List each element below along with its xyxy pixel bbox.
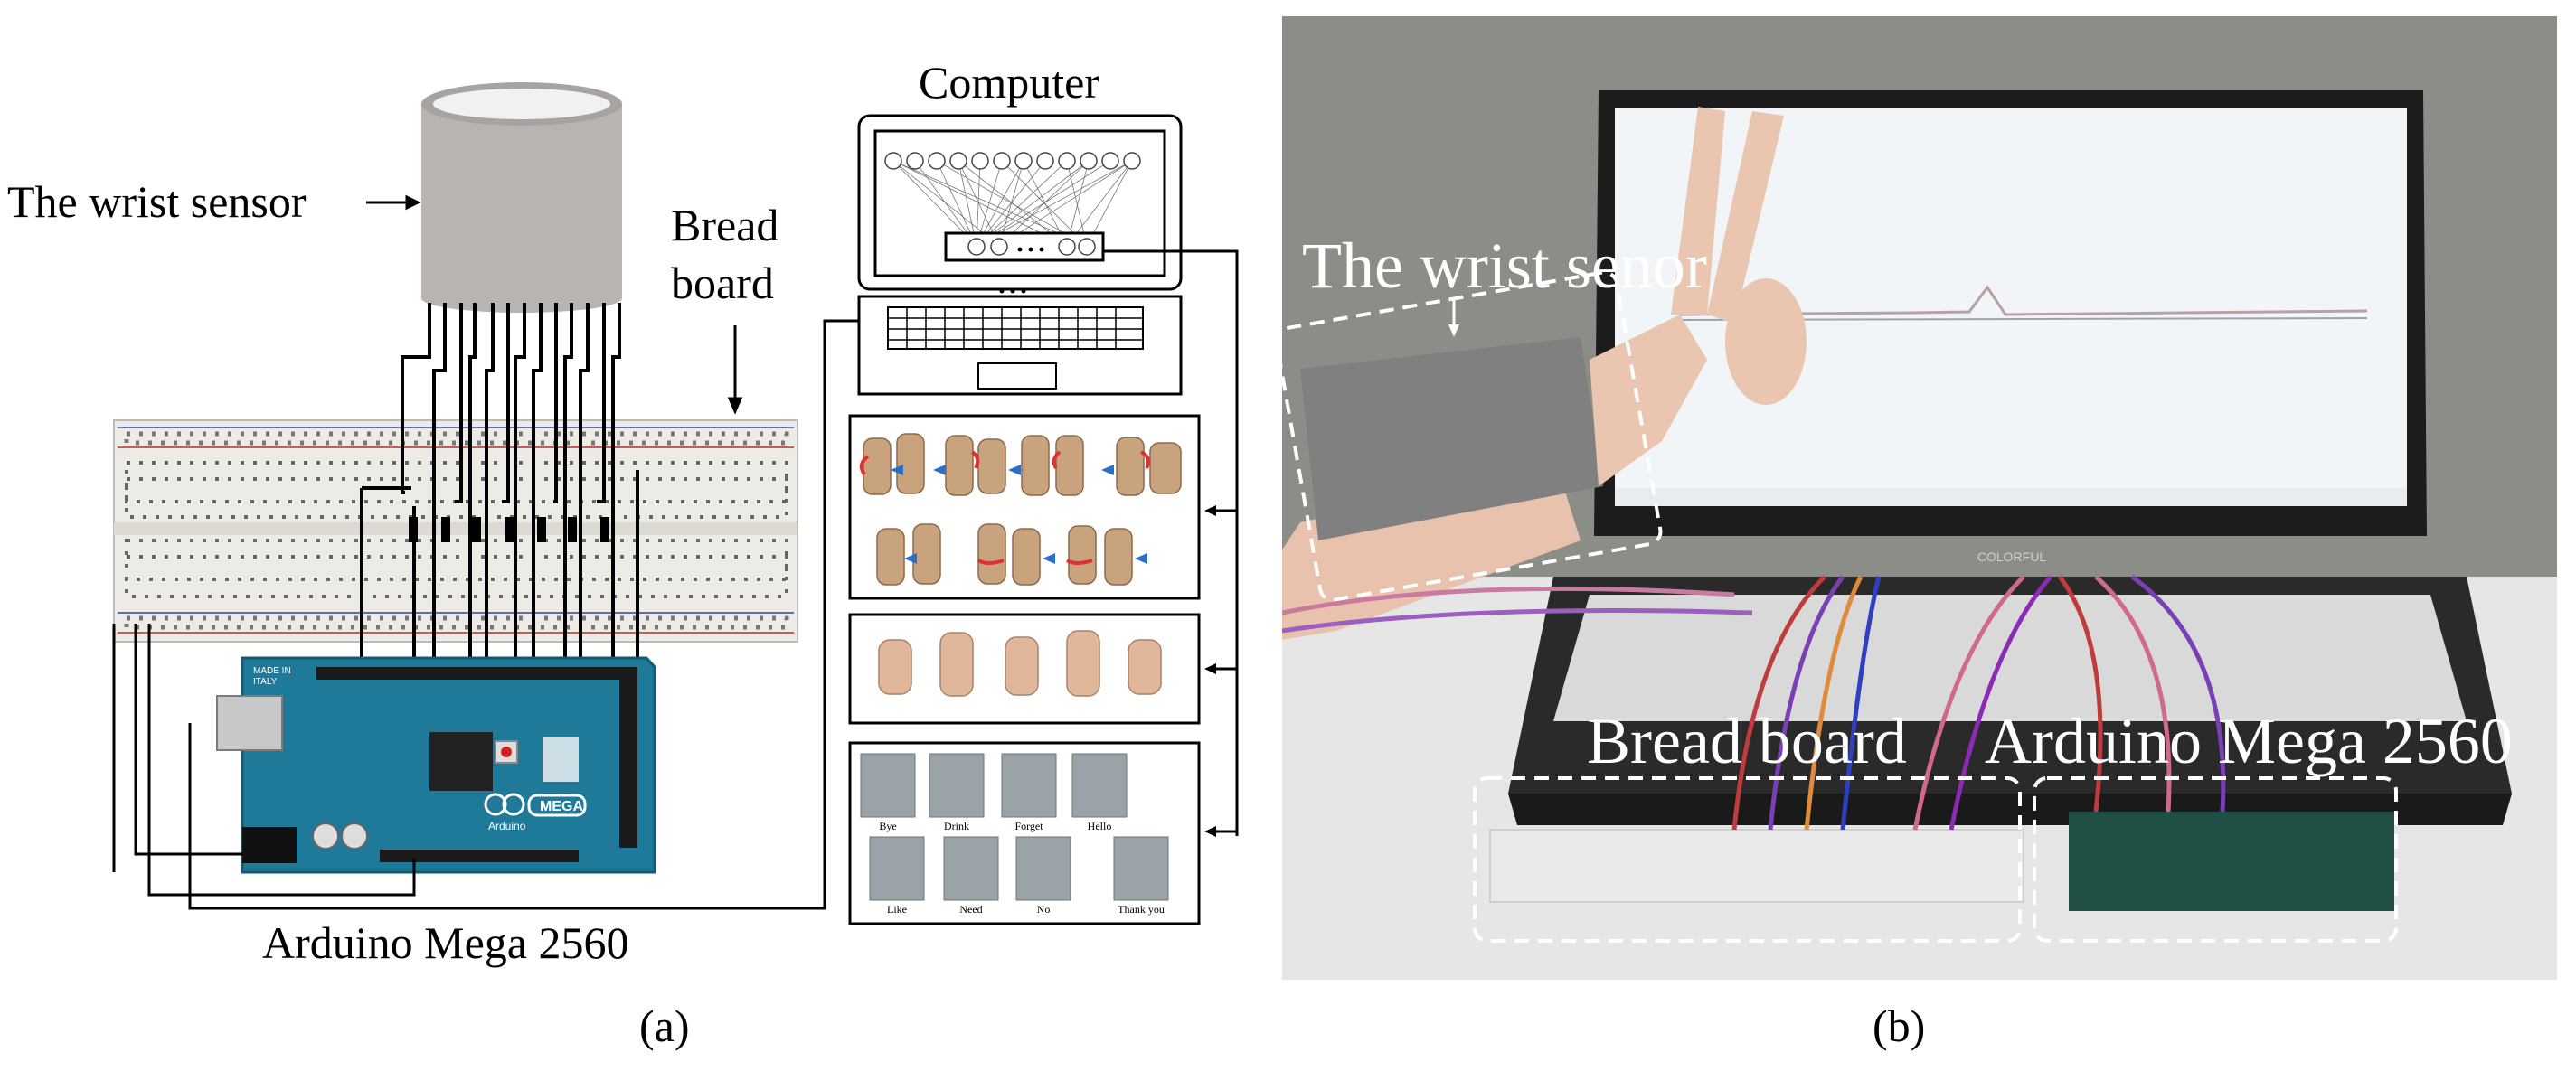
loop-wires xyxy=(112,319,859,910)
caption-a: (a) xyxy=(639,1001,690,1051)
gesture-caption-need: Need xyxy=(959,903,982,916)
gesture-caption-bye: Bye xyxy=(879,820,896,832)
arm-with-sensor xyxy=(1282,107,1807,640)
photo-breadboard-label: Bread board xyxy=(1587,705,1907,777)
schematic-diagram: MADE IN ITALY MEGA Arduino xyxy=(112,82,1239,925)
gesture-panel-hand-shapes xyxy=(848,613,1201,725)
gesture-caption-no: No xyxy=(1037,903,1051,916)
laptop-photo xyxy=(1508,90,2512,825)
mega-text: MEGA xyxy=(540,799,583,814)
gesture-caption-thank-you: Thank you xyxy=(1118,903,1165,916)
arduino-mega-board: MADE IN ITALY MEGA Arduino xyxy=(216,656,656,874)
wrist-sensor-cylinder xyxy=(421,82,622,313)
label-arrows xyxy=(366,194,743,415)
gesture-caption-hello: Hello xyxy=(1088,820,1112,832)
wrist-sensor-label: The wrist sensor xyxy=(7,176,307,227)
made-in-text: MADE IN xyxy=(253,666,291,676)
gesture-caption-drink: Drink xyxy=(944,820,969,832)
italy-text: ITALY xyxy=(253,677,278,687)
breadboard-label-line1: Bread xyxy=(671,200,779,250)
photo-hardware xyxy=(1489,812,2394,911)
dashed-highlight-boxes xyxy=(1282,270,2398,943)
photo-wires xyxy=(1282,574,2226,831)
gesture-panel-sign-language: Bye Drink Forget Hello Like Need No Than… xyxy=(848,741,1201,925)
arduino-label: Arduino Mega 2560 xyxy=(262,917,629,968)
gesture-caption-like: Like xyxy=(887,903,907,916)
gesture-panel-wrist-movements xyxy=(848,414,1201,600)
gesture-caption-forget: Forget xyxy=(1014,820,1043,832)
breadboard-label-line2: board xyxy=(671,258,774,308)
neural-network-drawing xyxy=(884,152,1141,294)
photo-arduino-label: Arduino Mega 2560 xyxy=(1985,705,2513,777)
caption-b: (b) xyxy=(1873,1001,1926,1051)
photo-sensor-label: The wrist senor xyxy=(1302,230,1707,302)
setup-photograph: COLORFUL xyxy=(1282,16,2557,980)
computer-label: Computer xyxy=(919,57,1099,108)
arduino-logo-text: Arduino xyxy=(488,820,526,832)
panel-arrowheads xyxy=(1204,505,1216,837)
laptop-brand-text: COLORFUL xyxy=(1977,550,2046,564)
resistors xyxy=(409,517,609,542)
photo-sensor-arrow xyxy=(1448,298,1459,337)
breadboard xyxy=(113,419,798,643)
